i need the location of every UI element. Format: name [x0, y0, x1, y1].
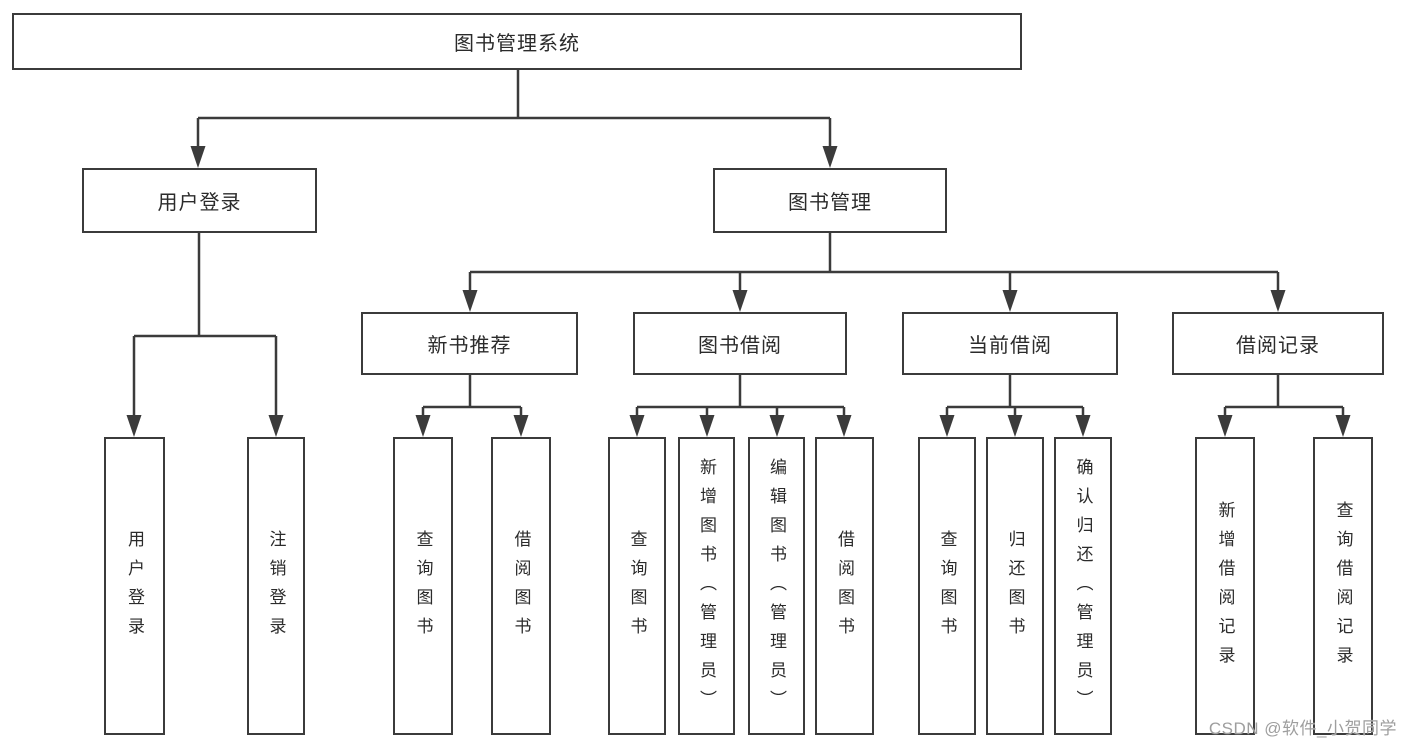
connector-new-books [421, 375, 523, 417]
leaf-newbooks-borrow: 借阅图书 [491, 437, 551, 735]
connector-root [196, 70, 832, 148]
leaf-newbooks-query: 查询图书 [393, 437, 453, 735]
leaf-records-add: 新增借阅记录 [1195, 437, 1255, 735]
arrow-down-icon [939, 415, 955, 437]
leaf-user-login: 用户登录 [104, 437, 165, 735]
leaf-logout: 注销登录 [247, 437, 305, 735]
connector-user-login [132, 233, 278, 417]
arrow-down-icon [629, 415, 645, 437]
arrow-down-icon [822, 146, 838, 168]
arrow-down-icon [415, 415, 431, 437]
arrow-down-icon [268, 415, 284, 437]
arrow-down-icon [732, 290, 748, 312]
connector-book-mgmt [468, 233, 1280, 292]
leaf-records-query: 查询借阅记录 [1313, 437, 1373, 735]
leaf-borrow-borrow: 借阅图书 [815, 437, 874, 735]
arrowheads [126, 146, 1351, 437]
node-root: 图书管理系统 [12, 13, 1022, 70]
leaf-borrow-edit-admin: 编辑图书（管理员） [748, 437, 805, 735]
arrow-down-icon [1270, 290, 1286, 312]
node-user-login: 用户登录 [82, 168, 317, 233]
arrow-down-icon [1335, 415, 1351, 437]
arrow-down-icon [1075, 415, 1091, 437]
arrow-down-icon [1007, 415, 1023, 437]
leaf-current-confirm-admin: 确认归还（管理员） [1054, 437, 1112, 735]
leaf-borrow-add-admin: 新增图书（管理员） [678, 437, 735, 735]
connector-current-borrow [945, 375, 1085, 417]
arrow-down-icon [190, 146, 206, 168]
node-new-books: 新书推荐 [361, 312, 578, 375]
arrow-down-icon [462, 290, 478, 312]
arrow-down-icon [1217, 415, 1233, 437]
arrow-down-icon [769, 415, 785, 437]
connector-borrow-records [1223, 375, 1345, 417]
arrow-down-icon [126, 415, 142, 437]
leaf-current-query: 查询图书 [918, 437, 976, 735]
csdn-watermark: CSDN @软件_小贺同学 [1208, 719, 1397, 738]
node-book-borrow: 图书借阅 [633, 312, 847, 375]
arrow-down-icon [513, 415, 529, 437]
node-book-mgmt: 图书管理 [713, 168, 947, 233]
arrow-down-icon [836, 415, 852, 437]
leaf-current-return: 归还图书 [986, 437, 1044, 735]
connector-book-borrow [635, 375, 846, 417]
arrow-down-icon [1002, 290, 1018, 312]
leaf-borrow-query: 查询图书 [608, 437, 666, 735]
node-borrow-records: 借阅记录 [1172, 312, 1384, 375]
arrow-down-icon [699, 415, 715, 437]
node-current-borrow: 当前借阅 [902, 312, 1118, 375]
